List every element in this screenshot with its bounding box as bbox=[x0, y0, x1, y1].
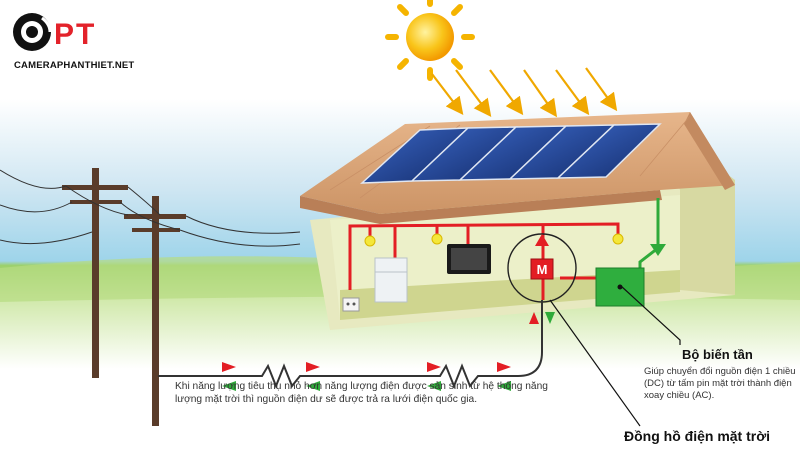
grid-wire bbox=[158, 300, 543, 389]
camera-lens-icon: PT bbox=[13, 13, 96, 51]
power-outlet-icon bbox=[342, 297, 360, 312]
sun-icon bbox=[385, 0, 475, 81]
solar-panel-icon bbox=[359, 123, 662, 184]
utility-pole-icon bbox=[62, 168, 186, 426]
inverter-title: Bộ biến tần bbox=[682, 347, 753, 362]
light-bulb-icon bbox=[364, 233, 624, 247]
meter-arrow-up bbox=[535, 234, 549, 246]
flow-arrows-green bbox=[222, 312, 555, 391]
sun-rays bbox=[431, 67, 618, 118]
refrigerator-icon bbox=[374, 257, 408, 303]
grid-description: Khi năng lượng tiêu thụ nhỏ hơn năng lượ… bbox=[175, 381, 548, 405]
dc-arrow bbox=[650, 244, 666, 256]
inverter-description: Giúp chuyển đổi nguồn điện 1 chiều (DC) … bbox=[644, 366, 796, 401]
logo-letters: PT bbox=[54, 18, 96, 51]
television-icon bbox=[447, 244, 491, 274]
leader-lines bbox=[549, 285, 681, 427]
meter-symbol: M bbox=[537, 262, 548, 277]
logo-site-name: CAMERAPHANTHIET.NET bbox=[14, 60, 135, 71]
logo: PT CAMERAPHANTHIET.NET bbox=[12, 10, 152, 72]
power-lines bbox=[0, 169, 301, 247]
meter-title: Đồng hồ điện mặt trời bbox=[624, 428, 771, 444]
flow-arrows-red bbox=[222, 312, 539, 372]
